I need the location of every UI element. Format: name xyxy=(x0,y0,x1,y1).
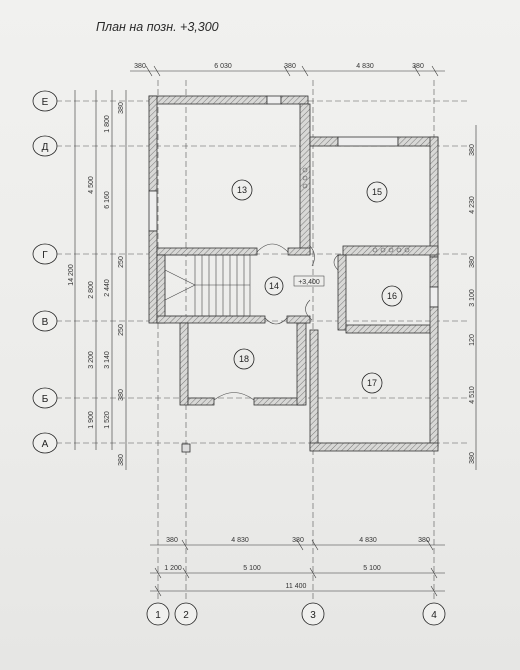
dimension-label: 380 xyxy=(134,63,146,70)
dimension-label: 380 xyxy=(418,537,430,544)
dimension-label: 14 200 xyxy=(68,264,75,286)
room-13-label: 13 xyxy=(237,185,247,195)
dimension-label: 380 xyxy=(469,452,476,464)
dimension-label: 250 xyxy=(118,324,125,336)
dimension-label: 120 xyxy=(469,334,476,346)
dimension-label: 4 510 xyxy=(469,386,476,404)
dimension-label: 1 900 xyxy=(88,411,95,429)
walls xyxy=(148,95,439,452)
dimension-label: 3 100 xyxy=(469,289,476,307)
dimension-label: 4 830 xyxy=(356,63,374,70)
dimension-label: 5 100 xyxy=(243,565,261,572)
dimension-label: 2 440 xyxy=(104,279,111,297)
axis-E: Е xyxy=(42,97,49,108)
dimension-label: 380 xyxy=(292,537,304,544)
dimension-label: 1 520 xyxy=(104,411,111,429)
room-labels xyxy=(231,179,403,394)
dimension-label: 6 160 xyxy=(104,191,111,209)
dimension-label: 6 030 xyxy=(214,63,232,70)
axis-2: 2 xyxy=(183,610,189,621)
room-15-circle xyxy=(366,181,388,203)
dimension-label: 1 800 xyxy=(104,115,111,133)
room-15-label: 15 xyxy=(372,187,382,197)
dim-lines-bottom xyxy=(150,539,445,597)
column-marker xyxy=(181,443,191,453)
room-13-circle xyxy=(231,179,253,201)
dimension-label: 4 830 xyxy=(231,537,249,544)
axis-D: Д xyxy=(42,142,49,153)
dimension-label: 380 xyxy=(469,144,476,156)
dimension-label: 5 100 xyxy=(363,565,381,572)
axis-markers-numbers xyxy=(146,602,446,626)
dim-text-right: 380 4 230 380 3 100 120 4 510 380 xyxy=(469,144,476,464)
room-18-label: 18 xyxy=(239,354,249,364)
room-17-circle xyxy=(361,372,383,394)
dimension-label: 250 xyxy=(118,256,125,268)
axis-4: 4 xyxy=(431,610,437,621)
room-14-label: 14 xyxy=(269,281,279,291)
dimension-label: 1 200 xyxy=(164,565,182,572)
dimension-label: 380 xyxy=(118,102,125,114)
dimension-label: 4 500 xyxy=(88,176,95,194)
dim-line-top xyxy=(130,65,445,77)
dimension-label: 380 xyxy=(412,63,424,70)
axis-G: Г xyxy=(42,250,48,261)
room-18-circle xyxy=(233,348,255,370)
room-17-label: 17 xyxy=(367,378,377,388)
plan-title: План на позн. +3,300 xyxy=(96,20,219,34)
dimension-label: 11 400 xyxy=(286,583,307,590)
axis-1: 1 xyxy=(155,610,161,621)
dim-lines-left xyxy=(74,90,127,470)
dimension-label: 380 xyxy=(118,389,125,401)
dimension-label: 3 140 xyxy=(104,351,111,369)
dimension-label: 380 xyxy=(469,256,476,268)
dim-text-left: 14 200 4 500 2 800 3 200 1 900 1 800 6 1… xyxy=(68,102,125,466)
room-16-label: 16 xyxy=(387,291,397,301)
axis-A: А xyxy=(42,439,49,450)
axis-grid-lines xyxy=(56,80,470,600)
room-16-circle xyxy=(381,285,403,307)
dimension-label: 4 230 xyxy=(469,196,476,214)
axis-3: 3 xyxy=(310,610,316,621)
axis-markers-letters xyxy=(32,90,58,454)
dimension-label: 380 xyxy=(166,537,178,544)
level-mark: +3,400 xyxy=(298,279,320,286)
room-14-circle xyxy=(264,276,284,296)
dimension-label: 380 xyxy=(118,454,125,466)
staircase xyxy=(164,254,251,317)
dimension-label: 4 830 xyxy=(359,537,377,544)
axis-V: В xyxy=(42,317,49,328)
dimension-label: 380 xyxy=(284,63,296,70)
radiator-marks xyxy=(302,167,410,253)
door-swings xyxy=(213,243,339,401)
dimension-label: 2 800 xyxy=(88,281,95,299)
dimension-label: 3 200 xyxy=(88,351,95,369)
axis-B: Б xyxy=(42,394,49,405)
